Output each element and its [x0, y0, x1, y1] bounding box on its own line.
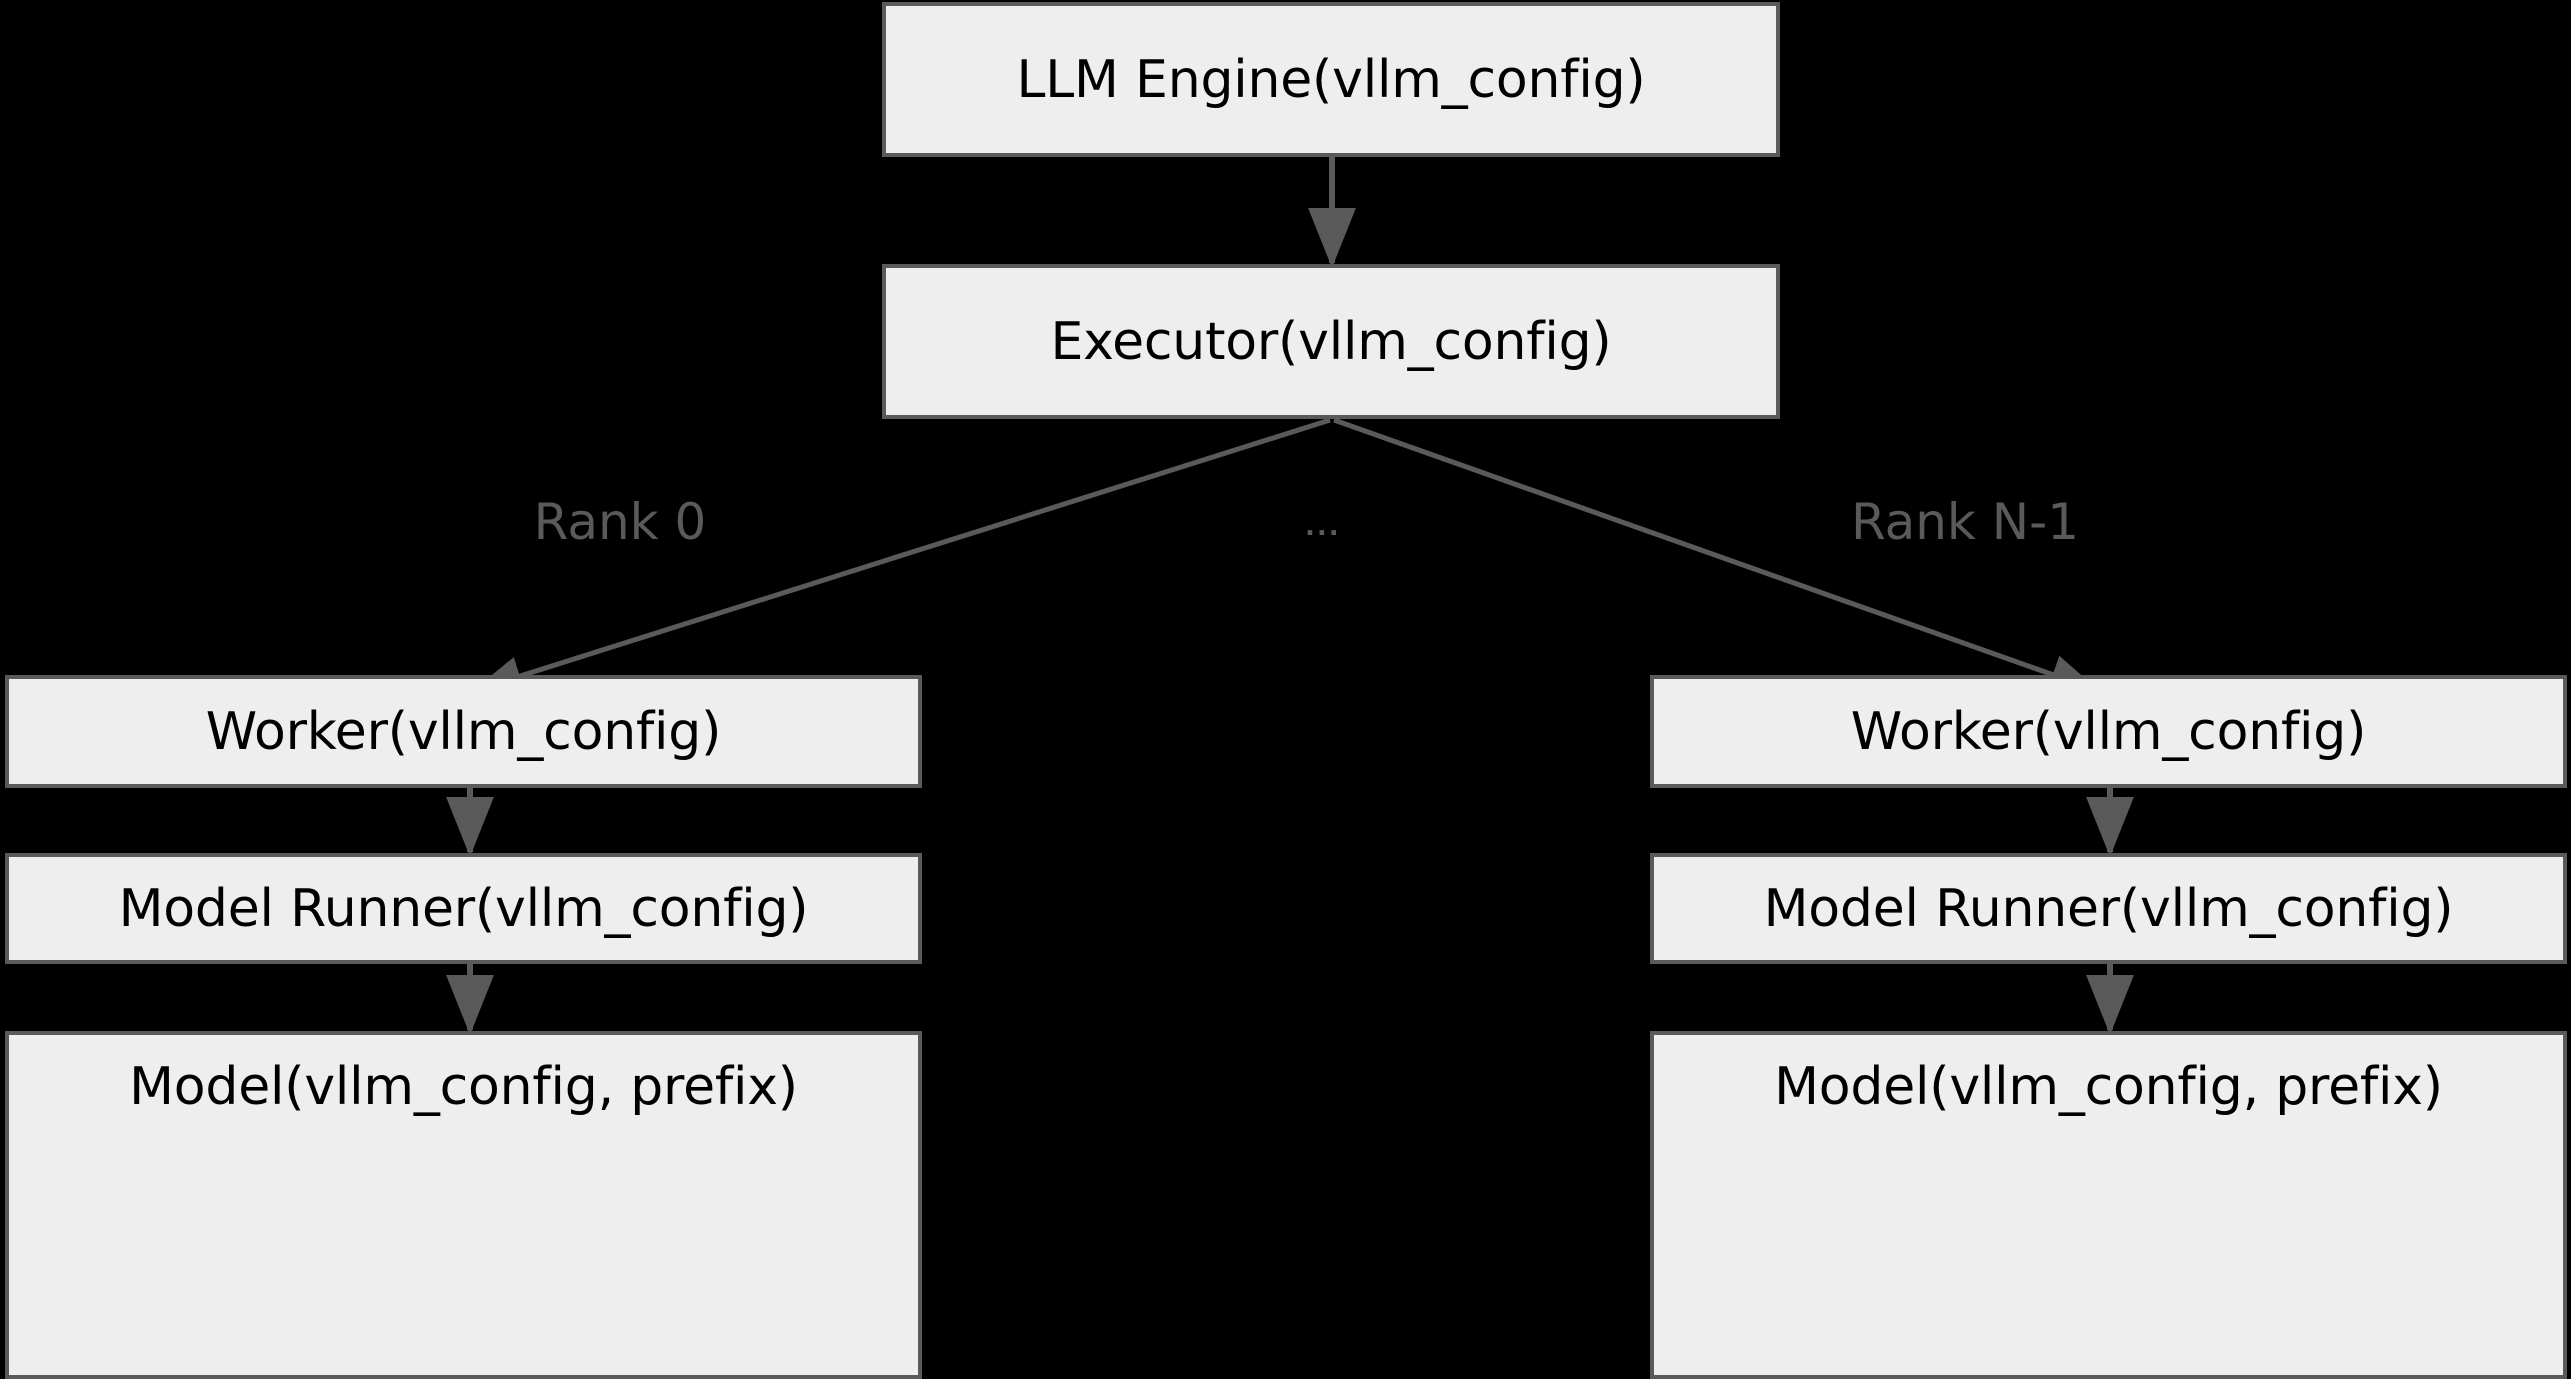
node-model-rank0[interactable]: Model(vllm_config, prefix) [5, 1031, 922, 1379]
node-llm-engine-label: LLM Engine(vllm_config) [1016, 49, 1646, 110]
node-model-runner-rankn-label: Model Runner(vllm_config) [1763, 878, 2454, 939]
node-worker-rankn[interactable]: Worker(vllm_config) [1650, 675, 2567, 788]
edge-executor-to-worker-rank0 [472, 417, 1331, 696]
node-model-rankn-label: Model(vllm_config, prefix) [1774, 1057, 2443, 1117]
node-worker-rank0[interactable]: Worker(vllm_config) [5, 675, 922, 788]
node-model-runner-rank0[interactable]: Model Runner(vllm_config) [5, 853, 922, 964]
edge-label-rank-n-minus-1: Rank N-1 [1850, 493, 2080, 551]
edge-executor-to-worker-rankn [1333, 417, 2100, 694]
node-model-runner-rank0-label: Model Runner(vllm_config) [118, 878, 809, 939]
edge-label-rank-ellipsis: ... [1305, 512, 1341, 542]
node-model-rankn[interactable]: Model(vllm_config, prefix) [1650, 1031, 2567, 1379]
node-executor-label: Executor(vllm_config) [1050, 311, 1612, 372]
edge-label-rank-0: Rank 0 [533, 493, 707, 551]
node-model-rank0-label: Model(vllm_config, prefix) [129, 1057, 798, 1117]
node-llm-engine[interactable]: LLM Engine(vllm_config) [882, 2, 1780, 157]
node-worker-rankn-label: Worker(vllm_config) [1850, 701, 2367, 762]
node-worker-rank0-label: Worker(vllm_config) [205, 701, 722, 762]
node-model-runner-rankn[interactable]: Model Runner(vllm_config) [1650, 853, 2567, 964]
node-executor[interactable]: Executor(vllm_config) [882, 264, 1780, 419]
